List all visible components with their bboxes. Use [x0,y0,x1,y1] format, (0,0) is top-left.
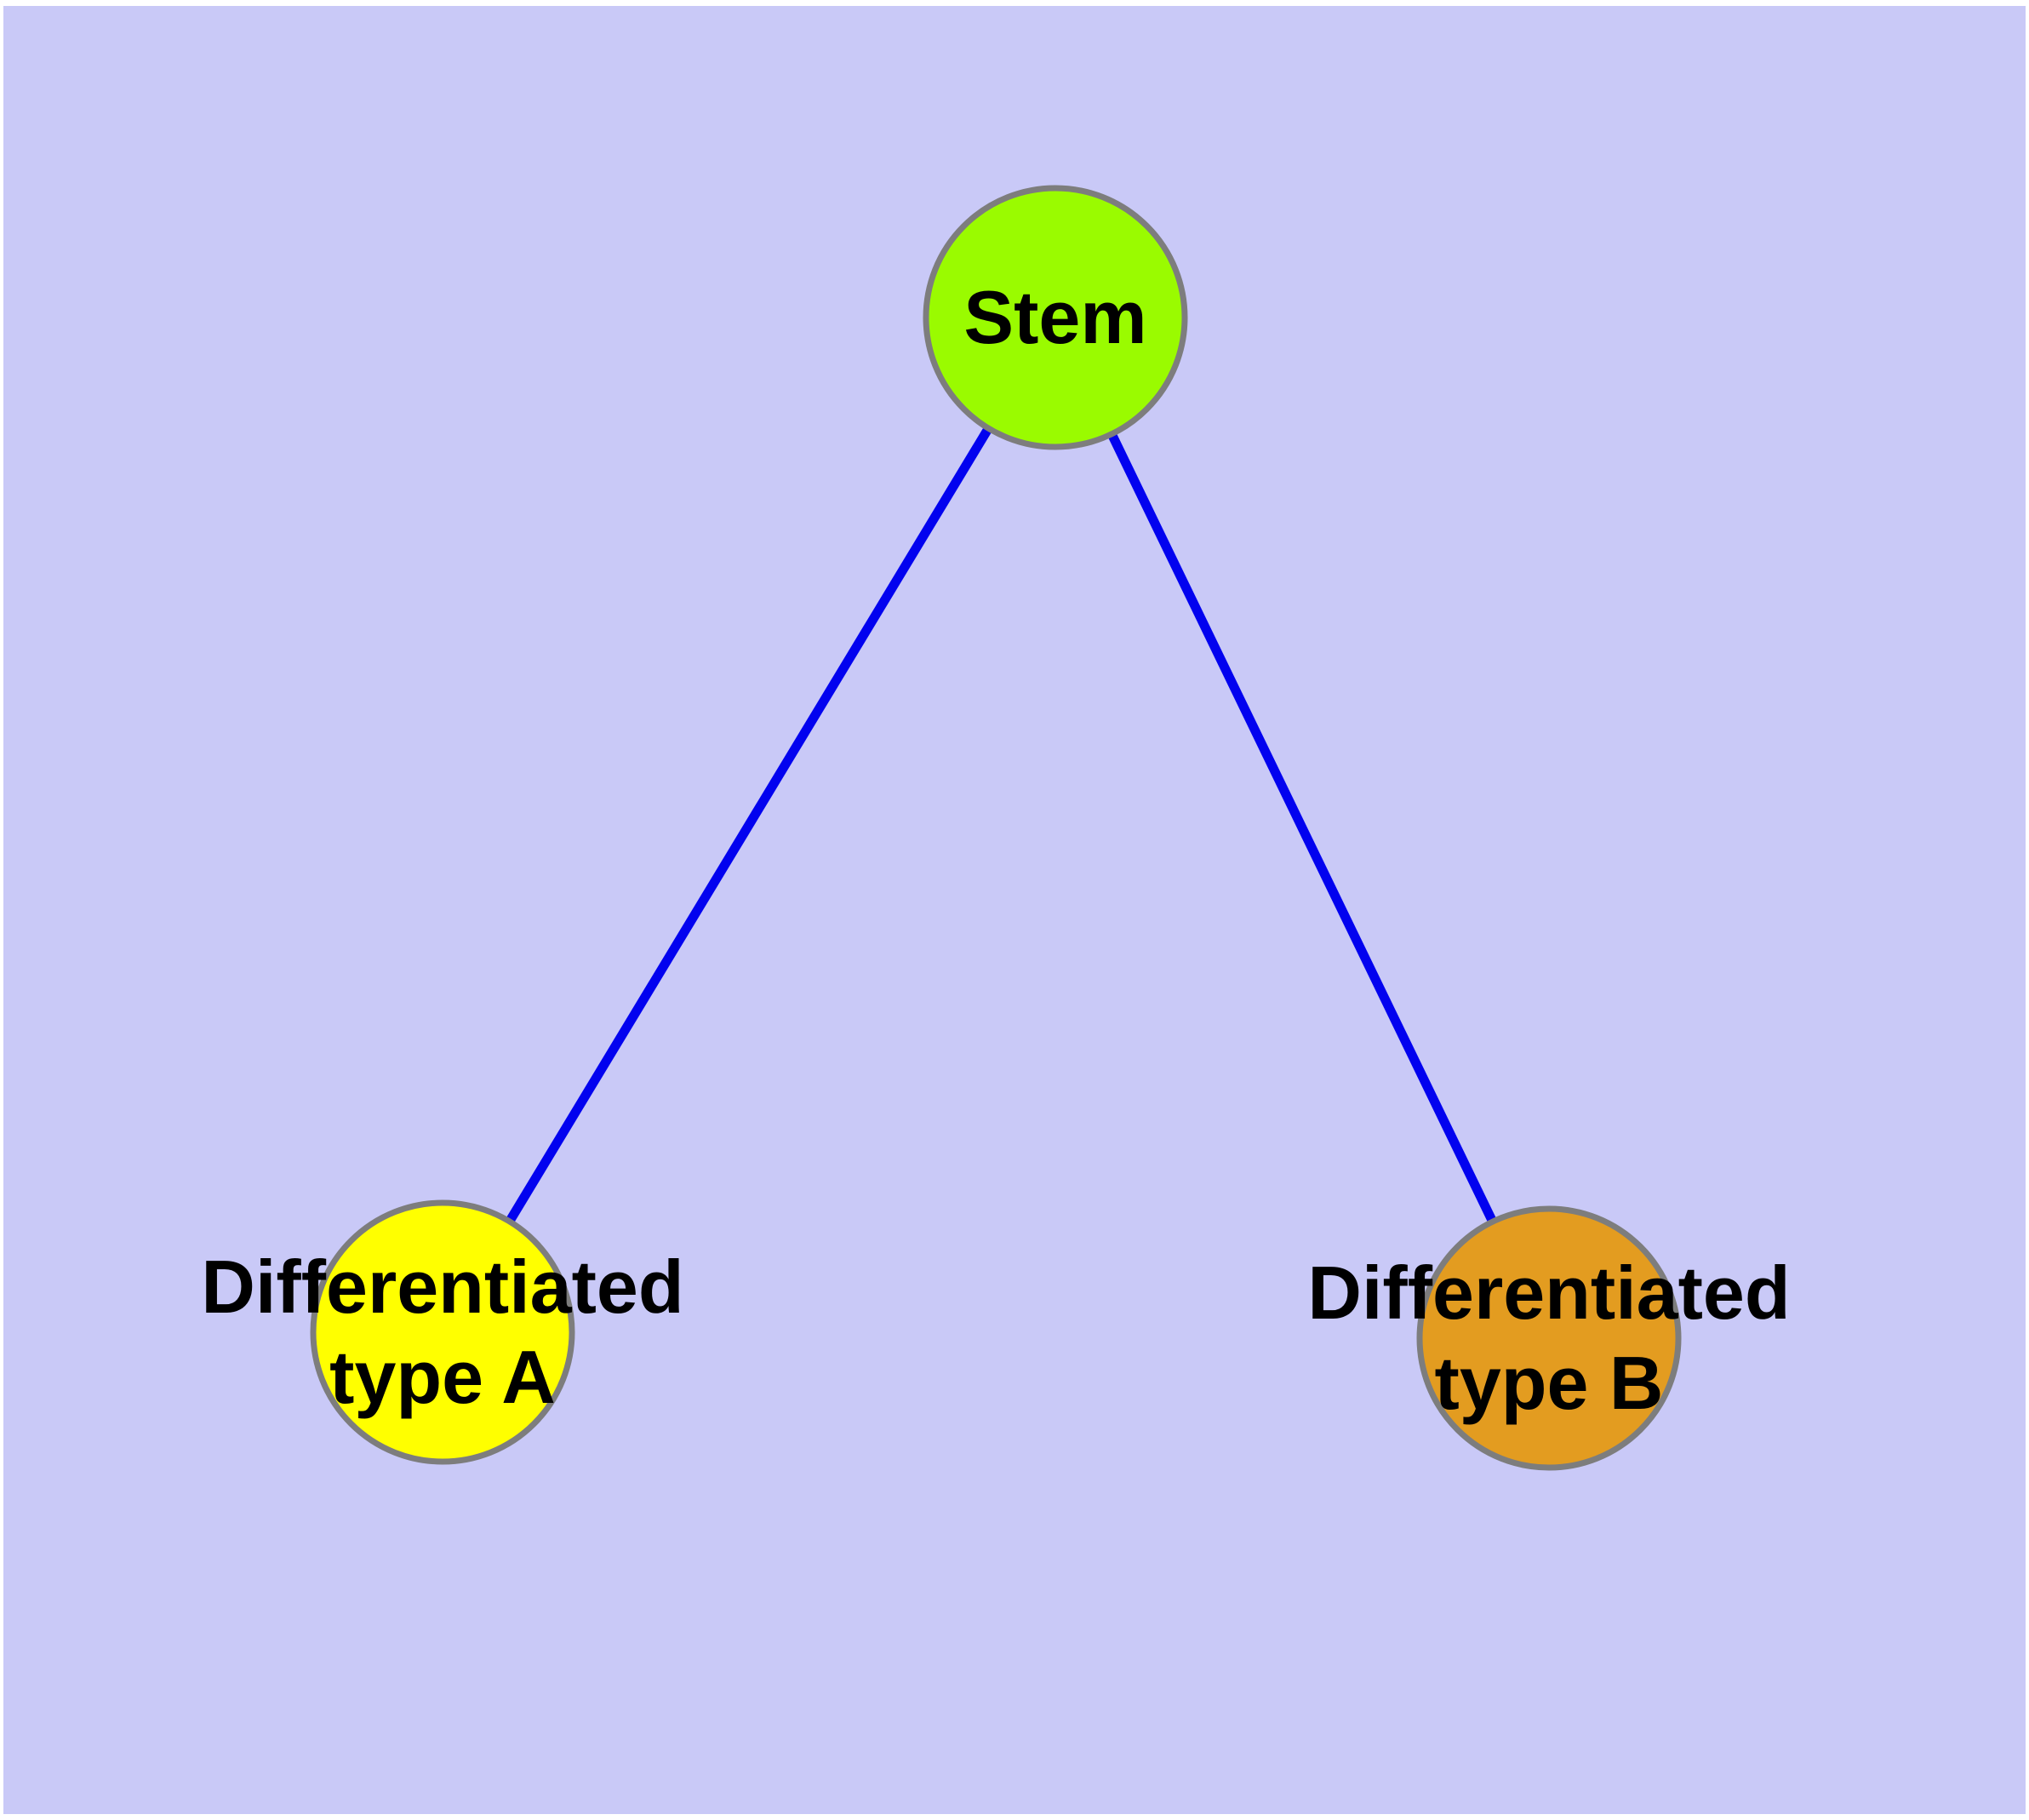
node-stem-circle [923,185,1188,450]
node-type-a-label-line2: type A [329,1335,556,1419]
edge-stem-to-type-b [1051,315,1553,1341]
edge-stem-to-type-a [438,315,1060,1335]
node-type-b-label-line1: Differentiated [1307,1251,1791,1335]
node-stem-label-text: Stem [963,275,1147,359]
node-type-b-label-line2: type B [1434,1341,1664,1425]
node-type-b-circle [1416,1205,1682,1471]
node-type-a-circle [310,1199,575,1465]
node-type-a-label-line1: Differentiated [201,1245,684,1329]
node-stem-label: Stem [963,272,1146,363]
node-type-a-label: Differentiated type A [201,1242,683,1422]
node-type-b-label: Differentiated type B [1307,1248,1790,1428]
